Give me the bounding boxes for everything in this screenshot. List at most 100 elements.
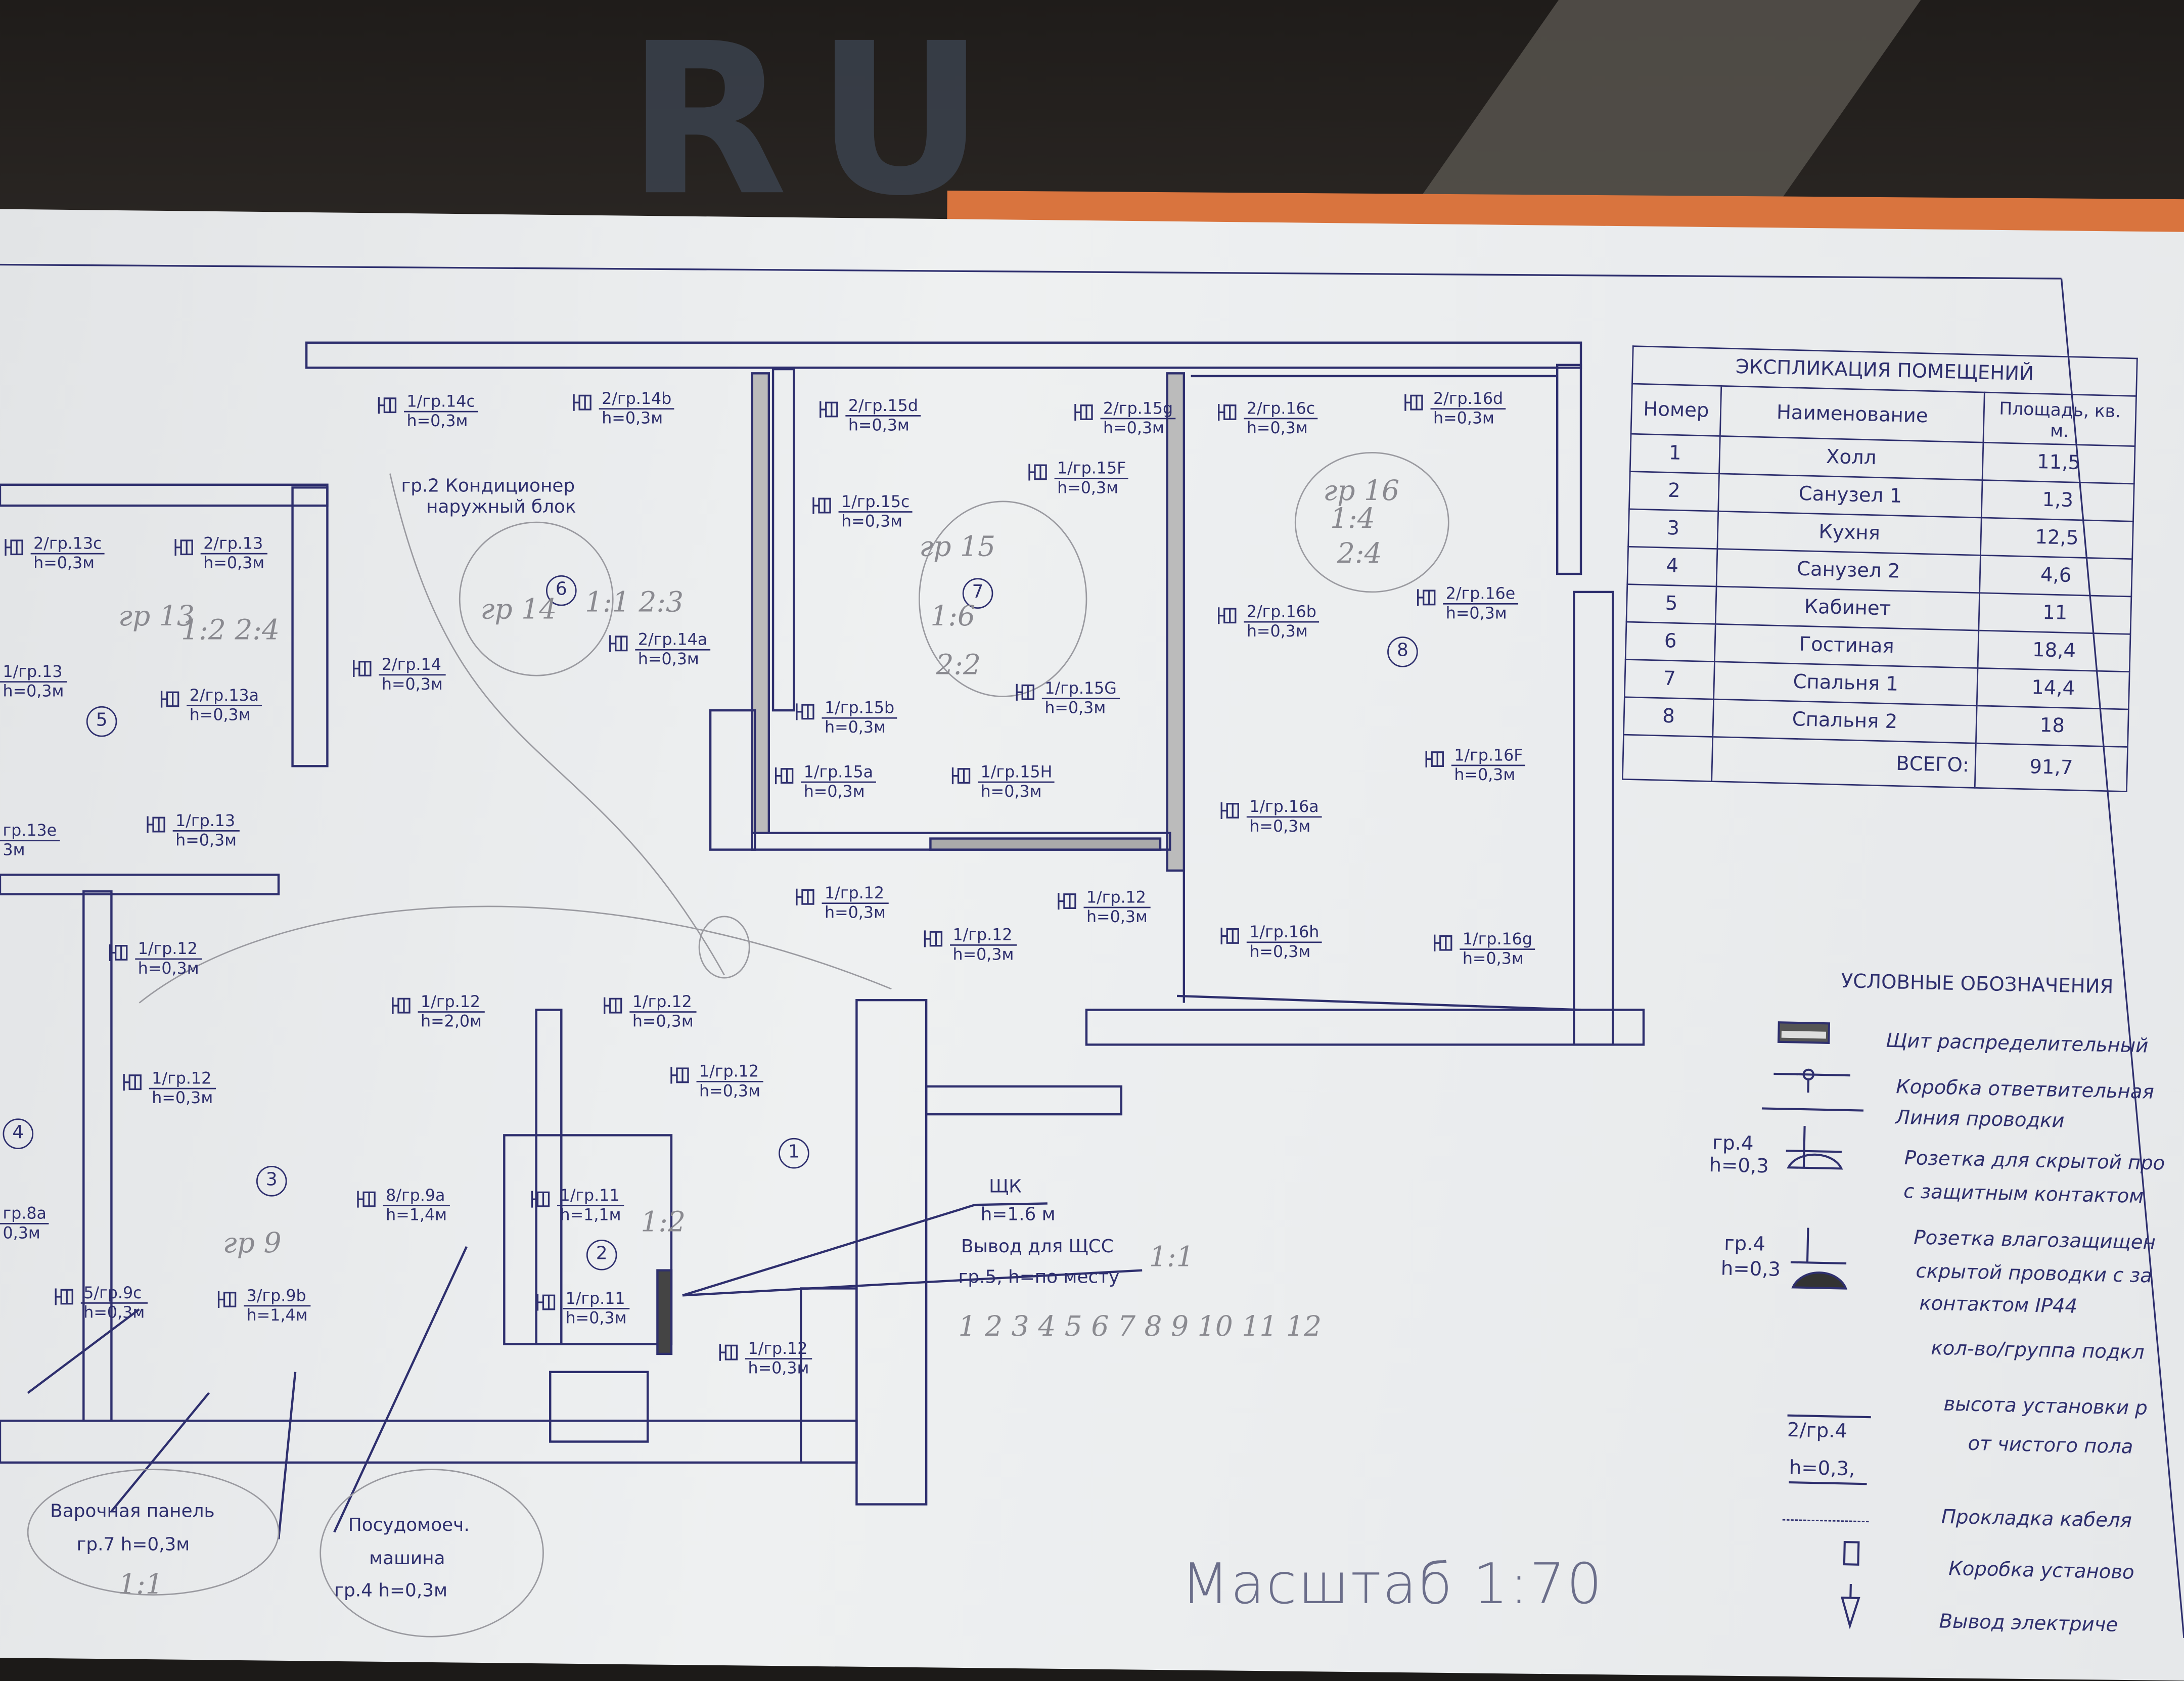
legend-item: Прокладка кабеля (1941, 1506, 2132, 1533)
socket-height: h=0,3м (699, 1080, 760, 1101)
socket-group: 1/гр.13 (0, 662, 67, 683)
socket-icon (1417, 589, 1436, 606)
legend-item: скрытой проводки с за (1916, 1260, 2153, 1288)
dishwasher-label-2: машина (369, 1549, 445, 1570)
outlet-symbol-icon (1841, 1583, 1860, 1629)
socket-group: 1/гр.12 (745, 1339, 812, 1359)
socket-group: 1/гр.15F (1054, 459, 1129, 479)
legend-sample-count-h: h=0,3, (1789, 1457, 1855, 1481)
wall-top (305, 341, 1582, 369)
socket-icon (531, 1191, 550, 1208)
distribution-panel (656, 1269, 673, 1355)
socket-icon (55, 1288, 73, 1305)
header-name: Наименование (1720, 386, 1985, 443)
socket-height: h=0,3м (1246, 418, 1308, 438)
room-area: 11,5 (1982, 442, 2135, 484)
socket-group: 2/гр.16d (1430, 389, 1506, 410)
wall (291, 486, 329, 767)
wall (1085, 1009, 1645, 1046)
socket-height: h=0,3м (565, 1308, 627, 1328)
socket-height: h=0,3м (138, 958, 199, 978)
socket-height: h=1,1м (560, 1205, 621, 1224)
sss-label-2: гр.5, h=по месту (958, 1267, 1120, 1289)
socket-group: 1/гр.12 (822, 884, 889, 904)
wiring-line-symbol-icon (1761, 1107, 1864, 1112)
socket-height: h=0,3м (632, 1011, 694, 1031)
socket-height: h=0,3м (381, 674, 443, 694)
socket-icon (609, 635, 628, 652)
total-empty (1622, 735, 1713, 782)
socket-icon (604, 997, 622, 1014)
socket-icon (1434, 934, 1452, 951)
socket-height: h=0,3м (1462, 948, 1524, 968)
pencil-note: гр 14 (480, 592, 557, 626)
socket-group: гр.8а (0, 1204, 50, 1224)
socket-group: 2/гр.15g (1100, 399, 1176, 420)
wall (855, 998, 928, 1506)
legend-sample-h-2: h=0,3 (1720, 1258, 1781, 1282)
room-number: 3 (1628, 509, 1718, 549)
socket-icon (796, 888, 814, 905)
dishwasher-label-1: Посудомоеч. (348, 1515, 470, 1536)
wall (0, 873, 280, 895)
room-name: Спальня 1 (1713, 661, 1978, 706)
socket-icon (719, 1344, 738, 1361)
socket-height: h=0,3м (980, 781, 1042, 801)
room-area: 18 (1976, 705, 2129, 747)
room-number: 4 (1627, 547, 1717, 586)
room-name: Гостиная (1714, 624, 1979, 668)
bathroom-wall (503, 1134, 673, 1345)
socket-height: h=1,4м (246, 1305, 308, 1325)
room-number-6: 6 (545, 575, 577, 606)
socket-group: 2/гр.13а (187, 686, 262, 706)
socket-group: 1/гр.15Н (978, 762, 1055, 783)
room-number-3: 3 (256, 1166, 287, 1197)
room-name: Холл (1719, 436, 1983, 480)
wall (0, 483, 329, 507)
legend-item: с защитным контактом (1903, 1181, 2144, 1209)
socket-group: 1/гр.12 (149, 1069, 216, 1089)
socket-group: 1/гр.16F (1451, 746, 1526, 766)
ip44-socket-symbol-icon (1790, 1228, 1847, 1265)
pencil-note: 2:2 (936, 648, 981, 682)
room-area: 4,6 (1979, 555, 2132, 597)
legend-item: Коробка ответвительная (1895, 1076, 2155, 1104)
socket-height: h=1,4м (386, 1205, 447, 1224)
socket-height: h=0,3м (3, 681, 64, 701)
panel-name: ЩК (989, 1177, 1022, 1198)
legend-item: высота установки р (1943, 1393, 2148, 1421)
socket-group: 1/гр.12 (949, 926, 1017, 946)
pencil-note: гр 16 (1323, 473, 1400, 507)
socket-icon (924, 930, 943, 947)
socket-icon (951, 767, 971, 785)
socket-height: h=0,3м (1249, 816, 1311, 836)
socket-group: 1/гр.16а (1246, 797, 1322, 818)
socket-height: 0,3м (3, 1222, 40, 1243)
total-value: 91,7 (1975, 743, 2128, 792)
socket-group: 1/гр.14с (403, 392, 478, 413)
socket-height: h=0,3м (638, 649, 699, 669)
socket-height: h=0,3м (1433, 408, 1494, 428)
socket-group: 8/гр.9а (383, 1186, 450, 1206)
room-number: 2 (1629, 471, 1719, 512)
socket-group: 1/гр.12 (696, 1062, 763, 1082)
background-lettering: RU (626, 0, 1013, 243)
room-number: 6 (1625, 622, 1716, 662)
room-number: 5 (1626, 584, 1717, 624)
room-name: Спальня 2 (1712, 699, 1977, 744)
pencil-count-row: 1 2 3 4 5 6 7 8 9 10 11 12 (958, 1309, 1322, 1343)
socket-height: h=0,3м (803, 781, 865, 801)
socket-group: 1/гр.12 (135, 939, 202, 960)
leader-line (27, 1308, 140, 1394)
room-number-8: 8 (1387, 637, 1418, 667)
socket-icon (1218, 403, 1237, 421)
